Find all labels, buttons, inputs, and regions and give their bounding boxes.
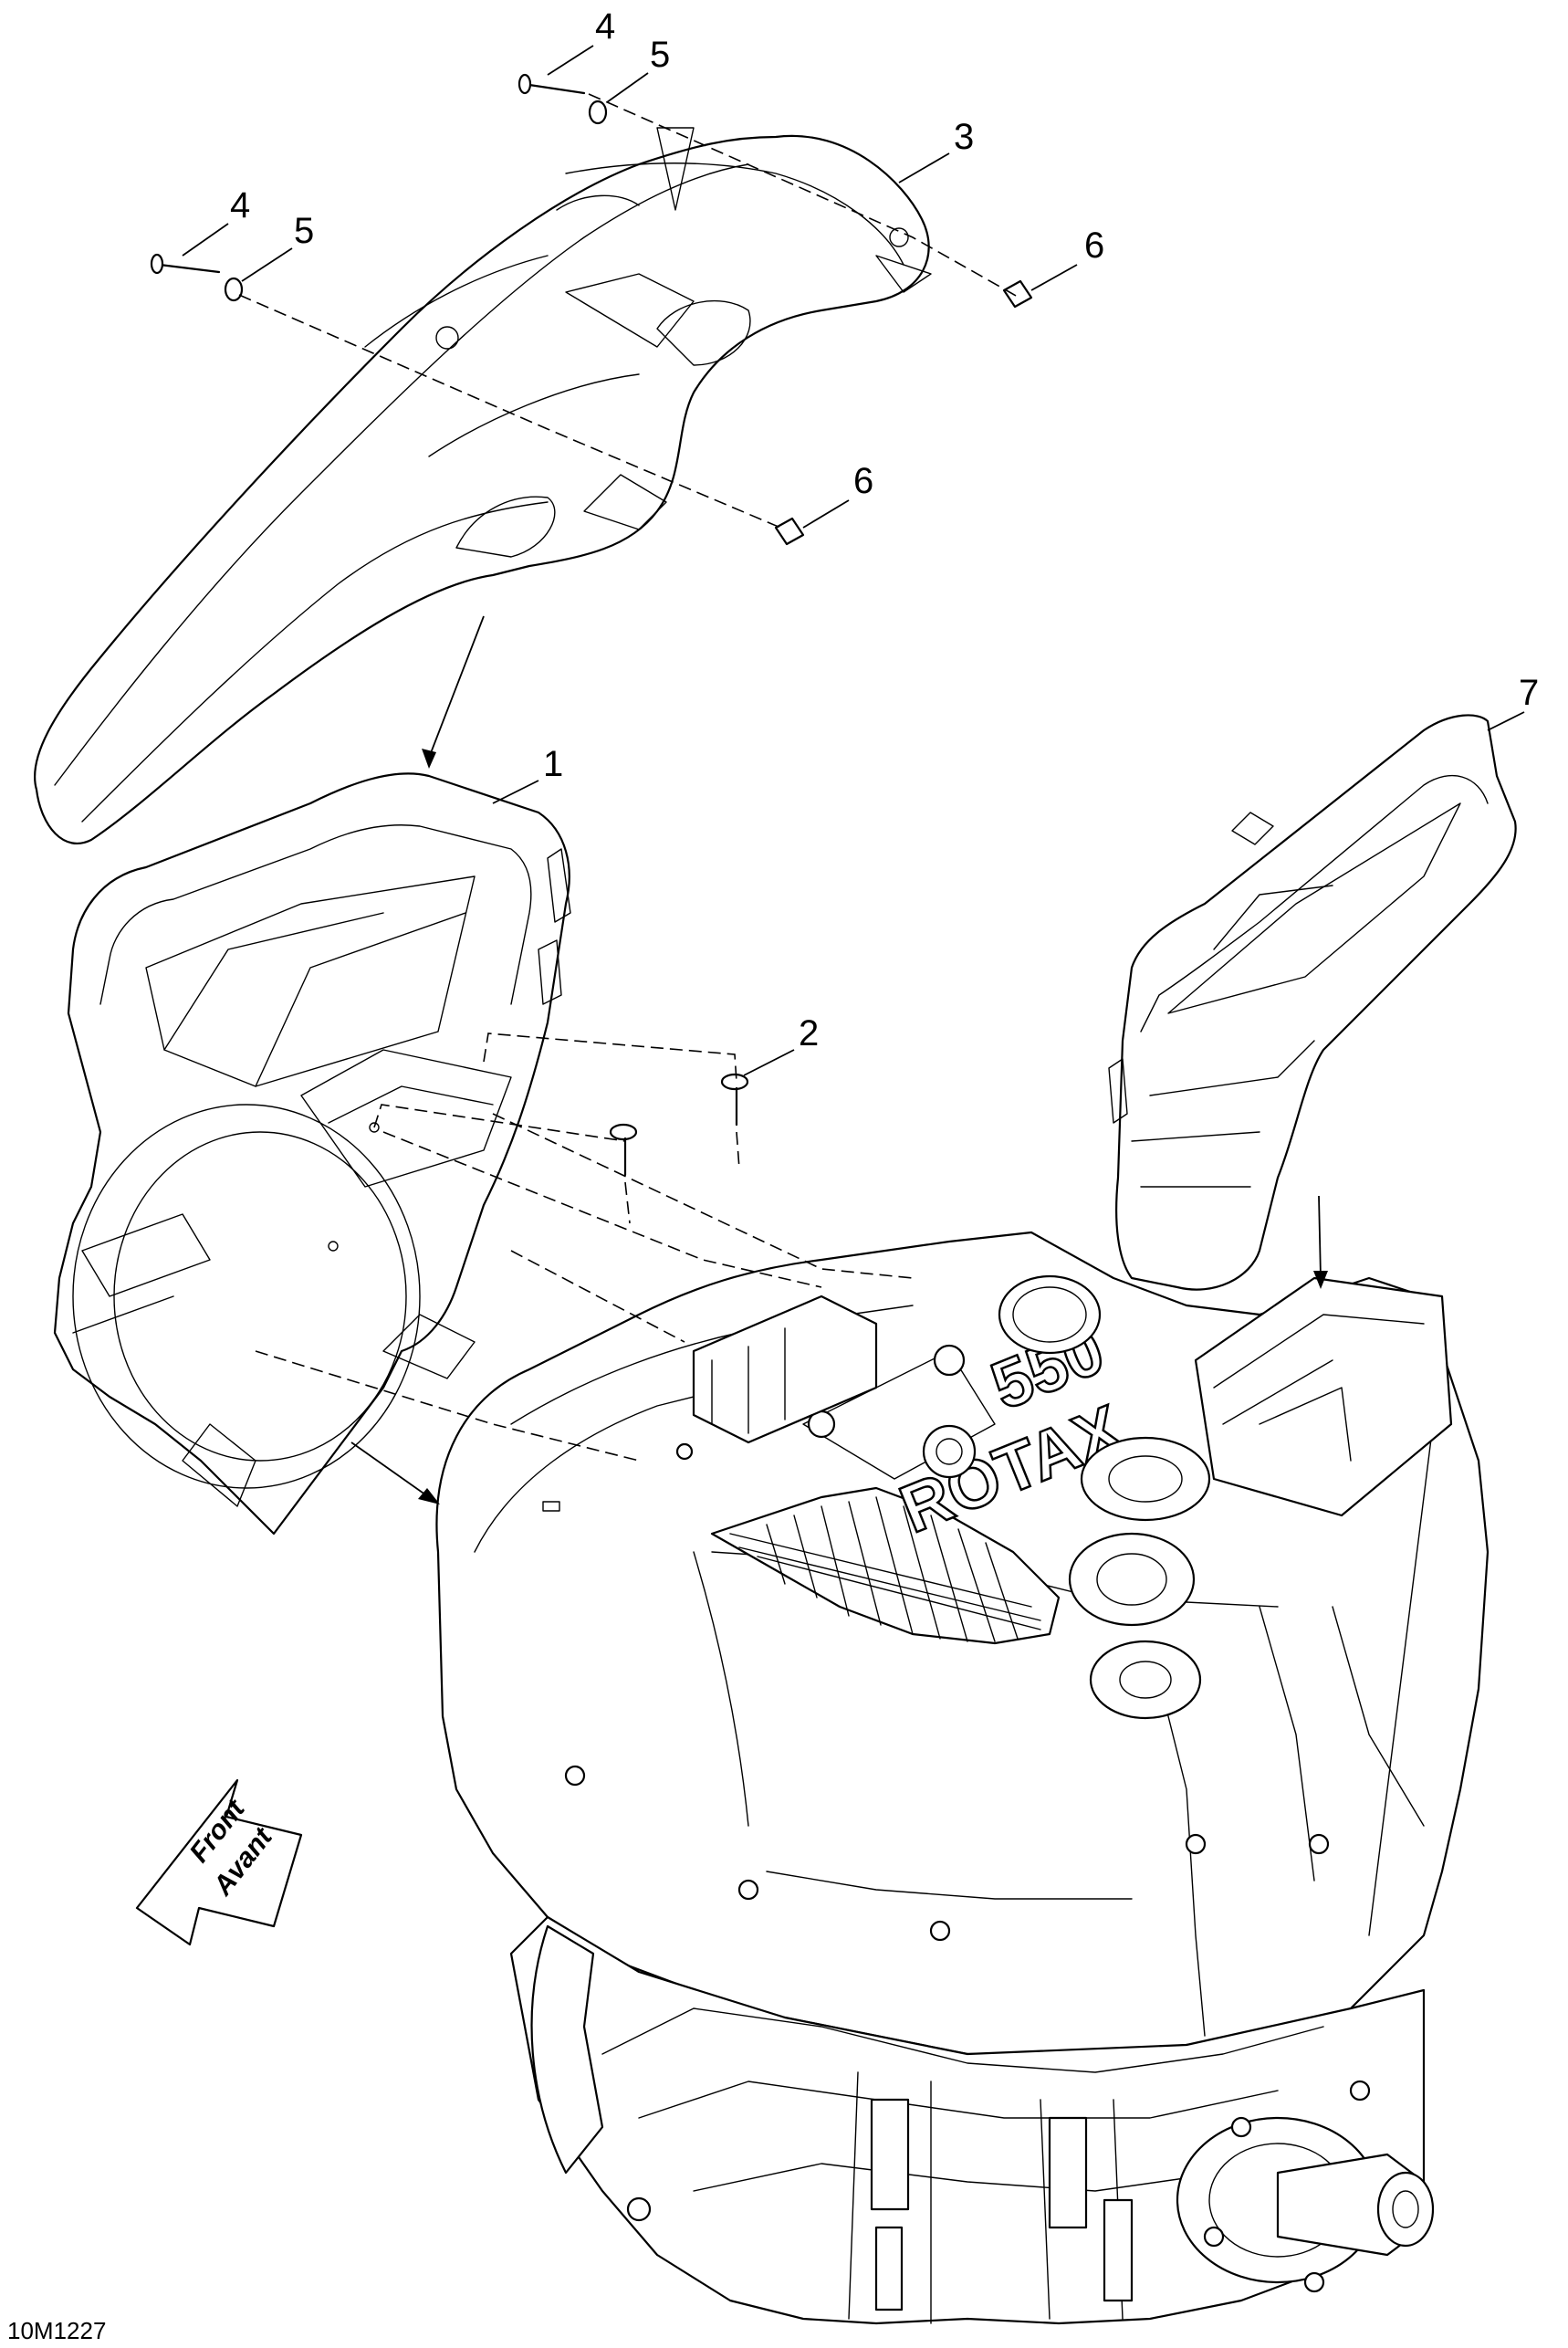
part-4-screw-upper: [517, 73, 586, 95]
part-6-nut-upper: [1002, 279, 1033, 309]
part-4-screw-lower: [150, 253, 221, 275]
callout-label: 1: [543, 744, 563, 784]
assembly-arrows: [350, 615, 1328, 1504]
callout-label: 6: [853, 461, 873, 501]
part-5-washer-upper: [588, 100, 608, 125]
diagram-reference-code: 10M1227: [7, 2317, 106, 2344]
callout-labels: 4 5 3 4 5 6 6 7 1 2: [230, 6, 1539, 1053]
hardware: [150, 73, 1033, 1177]
part-5-washer-lower: [224, 277, 244, 302]
spark-plug-well-1: [1080, 1436, 1211, 1522]
part-3-air-intake-duct: [34, 127, 932, 845]
callout-label: 6: [1084, 225, 1104, 266]
front-direction-arrow: Front Avant: [135, 1778, 303, 1946]
part-7-secondary-air-duct: [1108, 714, 1517, 1291]
callout-label: 3: [954, 117, 974, 157]
alignment-lines: [238, 93, 1019, 1462]
callout-label: 5: [650, 35, 670, 75]
spark-plug-well-3: [1089, 1640, 1202, 1720]
part-2-screw-left: [609, 1123, 638, 1177]
cover-grille: [729, 1496, 1041, 1642]
spark-plug-well-2: [1068, 1532, 1196, 1627]
part-6-nut-lower: [774, 517, 805, 546]
callout-label: 7: [1519, 673, 1539, 713]
callout-label: 4: [595, 6, 615, 47]
part-2-screw-right: [720, 1073, 749, 1127]
callout-label: 5: [294, 211, 314, 251]
callout-label: 2: [799, 1013, 819, 1053]
engine-assembly: ROTAX 550: [435, 1231, 1490, 2325]
callout-label: 4: [230, 185, 250, 225]
part-1-fan-housing: [53, 772, 571, 1536]
callout-leaders: [182, 45, 1525, 1076]
